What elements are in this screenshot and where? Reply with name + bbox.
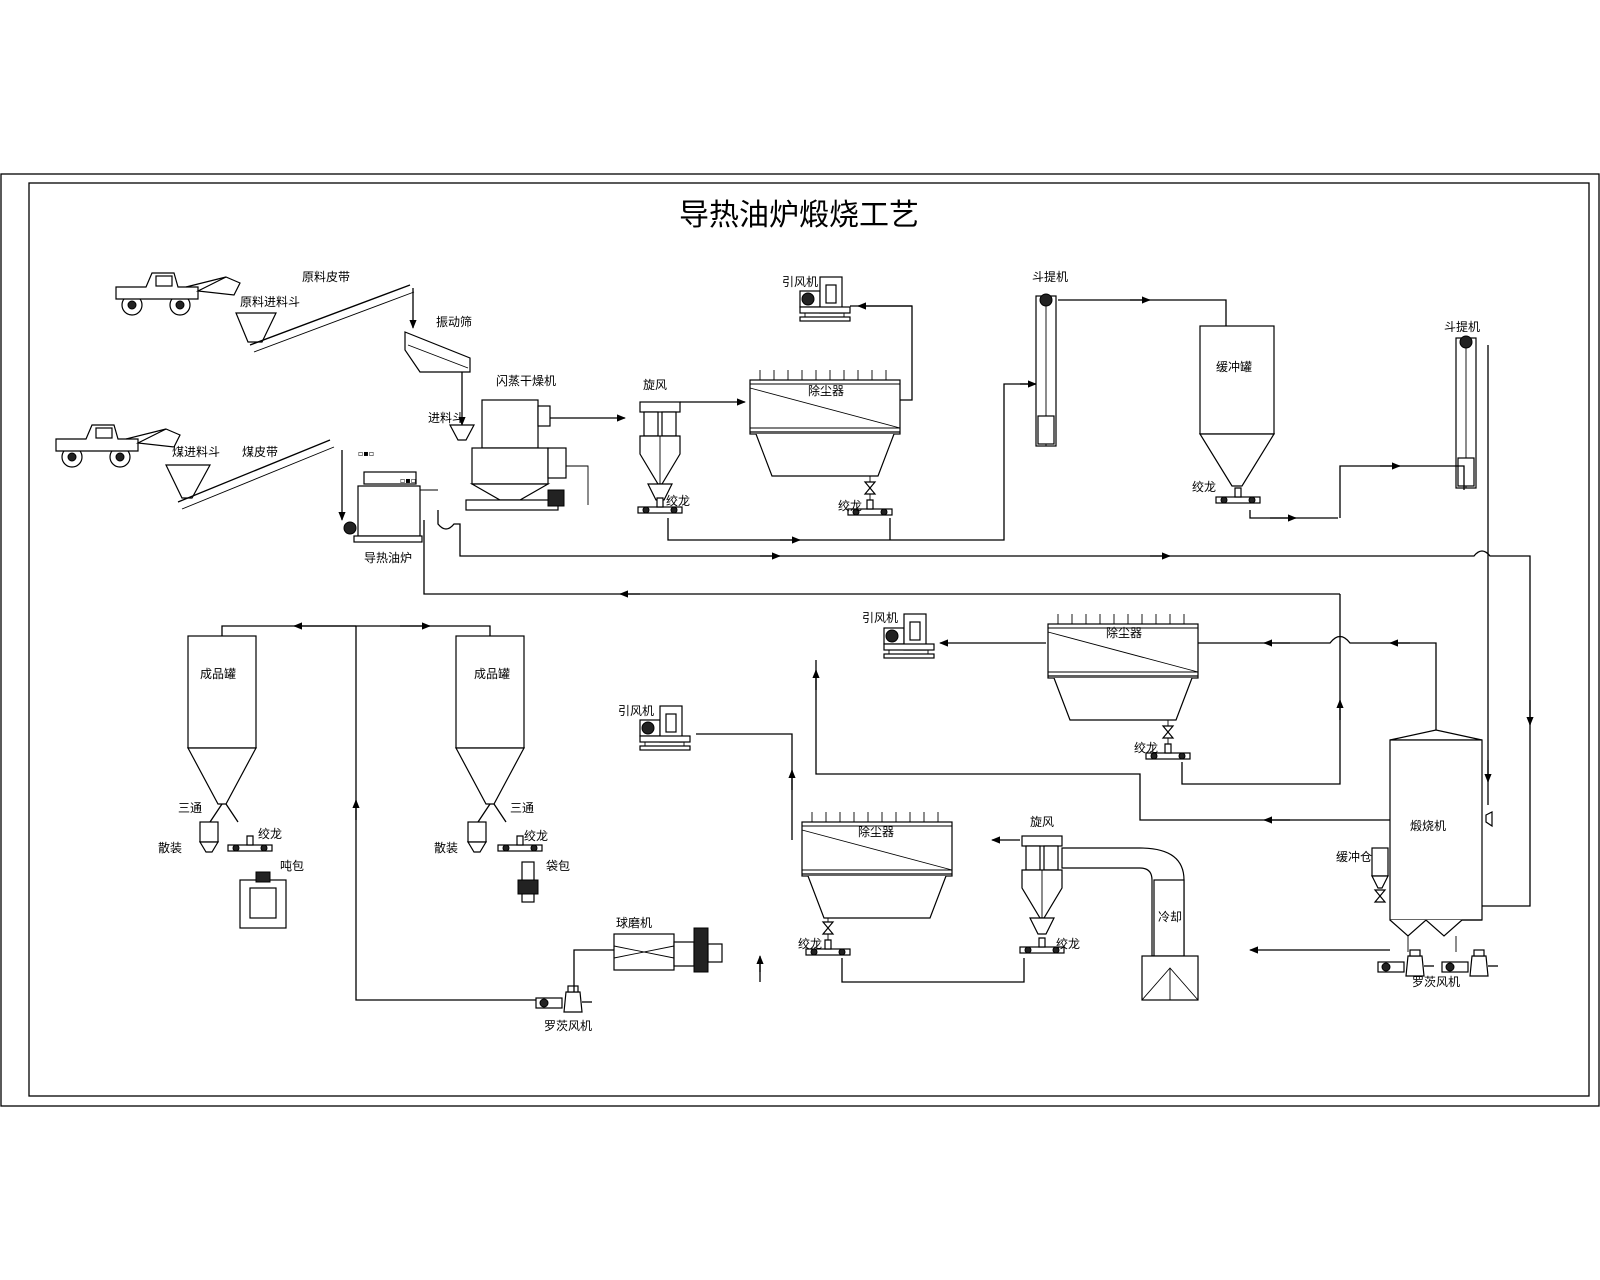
svg-text:▫▪▫: ▫▪▫	[400, 476, 416, 485]
label-cooling: 冷却	[1158, 910, 1182, 924]
label-roots-right: 罗茨风机	[1412, 975, 1460, 989]
raw-belt-line	[249, 284, 411, 346]
label-bulk-1: 散装	[158, 840, 182, 855]
label-ton-bag: 吨包	[280, 859, 304, 873]
raw-hopper-shape	[235, 312, 277, 343]
tee-2	[466, 803, 507, 853]
label-auger-product-1: 绞龙	[258, 826, 282, 841]
oil-boiler	[343, 471, 438, 543]
roots-right-1	[1377, 949, 1435, 977]
label-product-2: 成品罐	[474, 667, 510, 681]
label-auger-buffer: 绞龙	[1192, 479, 1216, 494]
label-dust-bot: 除尘器	[858, 824, 894, 839]
buffer-tank	[1198, 325, 1276, 487]
product-silo-2	[455, 635, 525, 805]
svg-text:▫▪▫: ▫▪▫	[358, 449, 374, 458]
label-buffer-bin: 缓冲仓	[1336, 849, 1372, 864]
label-feed-hopper: 进料斗	[428, 411, 464, 425]
label-vibrating-screen: 振动筛	[436, 314, 472, 329]
label-elevator-2: 斗提机	[1444, 319, 1480, 334]
cooling-tower	[1061, 847, 1199, 1001]
bag-station	[517, 861, 539, 903]
label-buffer-tank: 缓冲罐	[1216, 359, 1252, 374]
label-auger-dust-mid: 绞龙	[1134, 740, 1158, 755]
label-coal-belt: 煤皮带	[242, 445, 278, 459]
elevator-2	[1455, 335, 1477, 489]
auger-buffer	[1215, 487, 1261, 504]
elevator-1	[1035, 293, 1057, 447]
cyclone-top	[639, 401, 681, 501]
ton-bag-station	[239, 871, 287, 929]
label-tee-2: 三通	[510, 801, 534, 815]
valve-dust-mid	[1162, 725, 1174, 739]
outer-frame	[0, 173, 1600, 1107]
label-auger-dust-bot: 绞龙	[798, 936, 822, 951]
vibrating-screen-shape	[404, 331, 471, 373]
buffer-bin	[1371, 847, 1389, 903]
valve-dust-bot	[822, 921, 834, 935]
label-coal-hopper: 煤进料斗	[172, 445, 220, 459]
label-auger-product-2: 绞龙	[524, 828, 548, 843]
label-cyclone-bot: 旋风	[1030, 815, 1054, 829]
label-calciner: 煅烧机	[1410, 818, 1446, 833]
label-product-1: 成品罐	[200, 667, 236, 681]
loader-raw	[115, 272, 241, 316]
label-ball-mill: 球磨机	[616, 916, 652, 930]
tee-1	[198, 803, 239, 853]
coal-hopper-shape	[165, 464, 212, 499]
product-silo-1	[187, 635, 257, 805]
ball-mill	[613, 927, 723, 973]
roots-right-2	[1441, 949, 1499, 977]
coal-belt-line	[177, 439, 331, 503]
calciner	[1389, 729, 1493, 952]
label-auger-dust-top: 绞龙	[838, 498, 862, 513]
label-raw-hopper: 原料进料斗	[240, 295, 300, 309]
cyclone-bot	[1021, 835, 1063, 935]
label-auger-cyclone-bot: 绞龙	[1056, 936, 1080, 951]
label-dust-top: 除尘器	[808, 383, 844, 398]
label-tee-1: 三通	[178, 801, 202, 815]
label-bulk-2: 散装	[434, 840, 458, 855]
inner-frame	[28, 182, 1590, 1097]
diagram-title: 导热油炉煅烧工艺	[679, 198, 919, 233]
label-fan-mid: 引风机	[862, 611, 898, 625]
valve-dust-top	[864, 481, 876, 495]
label-bag: 袋包	[546, 859, 570, 873]
roots-bot	[535, 985, 593, 1013]
label-fan-bot: 引风机	[618, 704, 654, 718]
label-flash-dryer: 闪蒸干燥机	[496, 374, 556, 388]
label-oil-boiler: 导热油炉	[364, 551, 412, 565]
label-dust-mid: 除尘器	[1106, 625, 1142, 640]
loader-coal	[55, 424, 181, 468]
label-elevator-1: 斗提机	[1032, 269, 1068, 284]
flash-dryer	[449, 399, 567, 511]
label-auger-cyclone-top: 绞龙	[666, 493, 690, 508]
label-fan-top: 引风机	[782, 275, 818, 289]
label-raw-belt: 原料皮带	[302, 270, 350, 284]
label-cyclone-top: 旋风	[643, 378, 667, 392]
label-roots-bot: 罗茨风机	[544, 1019, 592, 1033]
